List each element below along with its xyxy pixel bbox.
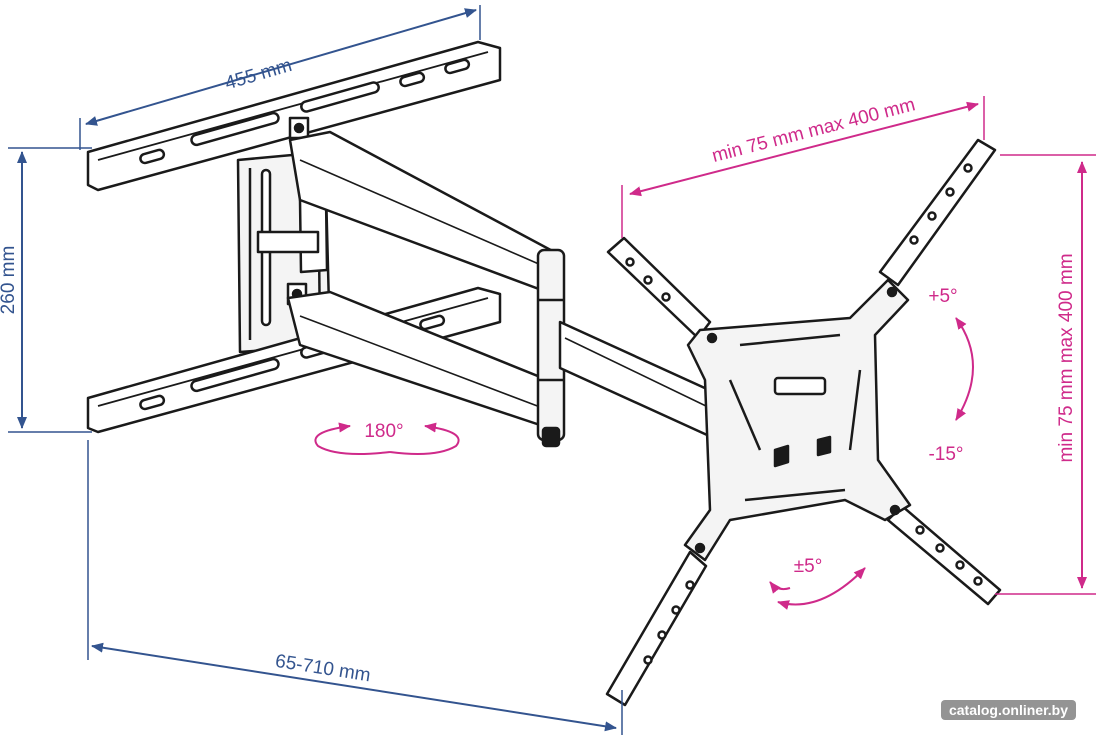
swivel-label: 180°	[364, 421, 403, 442]
rotation-indicator: ±5°	[769, 556, 866, 610]
rotation-label: ±5°	[794, 556, 823, 577]
tilt-down-label: -15°	[928, 444, 963, 465]
rotation-arrow	[777, 567, 866, 610]
extension-label: 65-710 mm	[274, 651, 372, 687]
vesa-bracket	[605, 138, 1002, 707]
width-label: 455 mm	[223, 55, 295, 94]
watermark: catalog.onliner.by	[940, 700, 1076, 720]
vesa-horizontal-label: min 75 mm max 400 mm	[710, 94, 918, 167]
vesa-arm-top-left	[606, 236, 712, 340]
swivel-arrow-left	[314, 422, 391, 455]
vesa-horizontal-dimension-line	[629, 101, 979, 197]
tilt-arrow	[955, 317, 974, 421]
swivel-indicator: 180°	[314, 421, 460, 455]
vesa-vertical-label: min 75 mm max 400 mm	[1056, 253, 1077, 462]
tilt-indicator: +5° -15°	[928, 286, 974, 465]
extension-dimension-line	[91, 642, 617, 732]
height-label: 260 mm	[0, 246, 19, 315]
vesa-arm-top-right	[878, 138, 997, 287]
swing-arm	[286, 130, 744, 452]
swivel-arrow-right	[389, 422, 460, 455]
width-dimension-line	[85, 8, 477, 126]
vesa-arm-bottom-left	[605, 550, 708, 707]
tilt-up-label: +5°	[928, 286, 957, 307]
vesa-arm-bottom-right	[886, 504, 1002, 606]
